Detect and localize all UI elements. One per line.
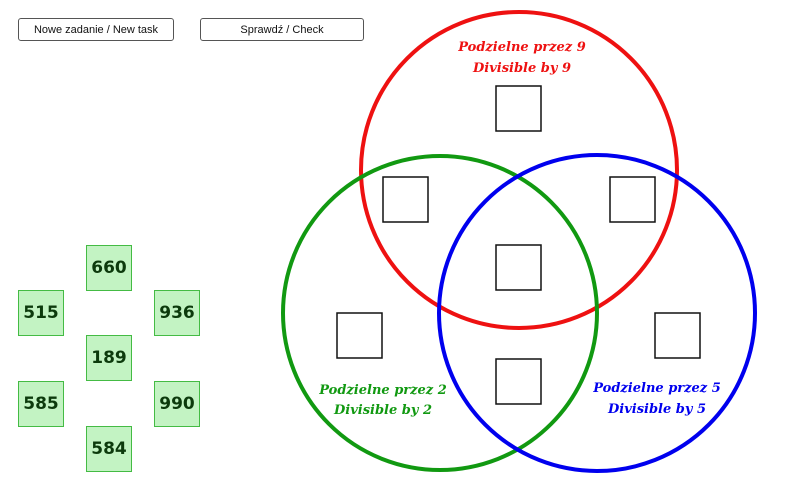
number-tile-189[interactable]: 189: [86, 335, 132, 381]
number-tile-990[interactable]: 990: [154, 381, 200, 427]
circle-divisible-by-2: [281, 154, 599, 472]
drop-slot-all-three[interactable]: [495, 244, 542, 291]
label-two-line2: Divisible by 2: [333, 403, 432, 418]
label-five-line2: Divisible by 5: [607, 402, 706, 417]
check-button[interactable]: Sprawdź / Check: [200, 18, 364, 41]
number-tile-515[interactable]: 515: [18, 290, 64, 336]
drop-slot-9-only[interactable]: [495, 85, 542, 132]
drop-slot-5-only[interactable]: [654, 312, 701, 359]
drop-slot-2-only[interactable]: [336, 312, 383, 359]
number-tile-660[interactable]: 660: [86, 245, 132, 291]
label-nine-line1: Podzielne przez 9: [457, 40, 586, 55]
label-five-line1: Podzielne przez 5: [592, 381, 721, 396]
drop-slot-2-and-5[interactable]: [495, 358, 542, 405]
drop-slot-9-and-5[interactable]: [609, 176, 656, 223]
label-two-line1: Podzielne przez 2: [318, 383, 447, 398]
drop-slot-9-and-2[interactable]: [382, 176, 429, 223]
number-tile-585[interactable]: 585: [18, 381, 64, 427]
new-task-button[interactable]: Nowe zadanie / New task: [18, 18, 174, 41]
number-tile-584[interactable]: 584: [86, 426, 132, 472]
label-nine-line2: Divisible by 9: [472, 61, 571, 76]
number-tile-936[interactable]: 936: [154, 290, 200, 336]
circle-divisible-by-9: [359, 10, 679, 330]
circle-divisible-by-5: [437, 153, 757, 473]
